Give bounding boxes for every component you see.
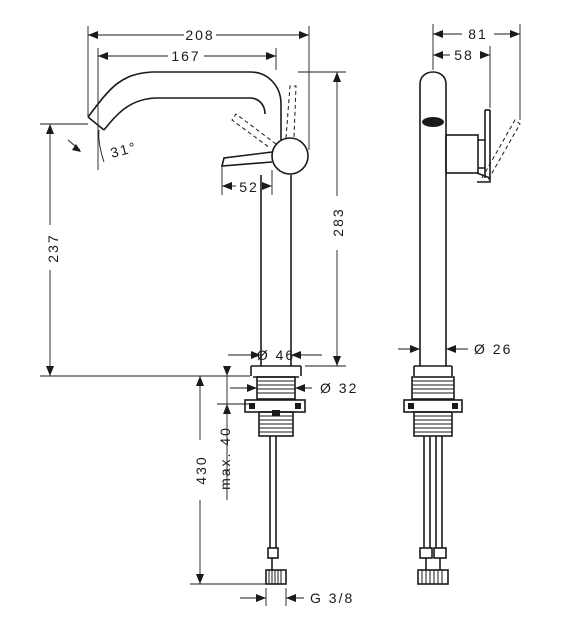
front-lever-knob bbox=[220, 85, 309, 175]
front-spout bbox=[87, 71, 282, 140]
dim-spout-reach: 167 bbox=[97, 48, 277, 170]
dim-spout-angle: 31° bbox=[67, 129, 139, 163]
dim-label-81: 81 bbox=[468, 26, 488, 42]
dim-label-167: 167 bbox=[171, 48, 200, 64]
dim-label-diameter-32: Ø 32 bbox=[320, 380, 358, 396]
front-faucet-body bbox=[250, 175, 302, 376]
side-lever bbox=[445, 109, 521, 183]
dim-body-diameter: Ø 46 bbox=[228, 347, 322, 363]
dim-overall-reach: 208 bbox=[87, 26, 310, 150]
front-shank bbox=[244, 376, 306, 437]
dim-shank-length: 430 bbox=[190, 376, 266, 585]
dim-label-g-3-8: G 3/8 bbox=[310, 590, 354, 606]
side-hoses bbox=[417, 436, 449, 585]
dim-label-diameter-46: Ø 46 bbox=[257, 347, 295, 363]
dim-label-430: 430 bbox=[193, 455, 209, 484]
dim-max-thickness: max. 40 bbox=[217, 366, 252, 500]
dim-label-max-40: max. 40 bbox=[217, 426, 233, 490]
dim-label-52: 52 bbox=[239, 179, 259, 195]
side-shank bbox=[403, 376, 463, 437]
dim-side-depth: 81 bbox=[432, 24, 521, 120]
dim-total-height: 283 bbox=[298, 71, 346, 367]
dim-shank-diameter: Ø 32 bbox=[230, 380, 358, 396]
dim-label-diameter-26: Ø 26 bbox=[474, 341, 512, 357]
dim-label-283: 283 bbox=[330, 207, 346, 236]
dim-connection-thread: G 3/8 bbox=[240, 588, 354, 606]
side-faucet-body bbox=[413, 71, 453, 376]
dim-label-237: 237 bbox=[45, 233, 61, 262]
dim-side-body-diameter: Ø 26 bbox=[398, 341, 512, 357]
dim-side-depth-inner: 58 bbox=[433, 46, 491, 108]
dim-label-31-degrees: 31° bbox=[109, 138, 139, 160]
front-hoses bbox=[265, 436, 287, 585]
dim-label-58: 58 bbox=[454, 47, 474, 63]
dim-label-208: 208 bbox=[185, 27, 214, 43]
dim-outlet-height: 237 bbox=[40, 123, 250, 377]
dim-lever-offset: 52 bbox=[221, 166, 273, 195]
side-view bbox=[403, 71, 521, 585]
